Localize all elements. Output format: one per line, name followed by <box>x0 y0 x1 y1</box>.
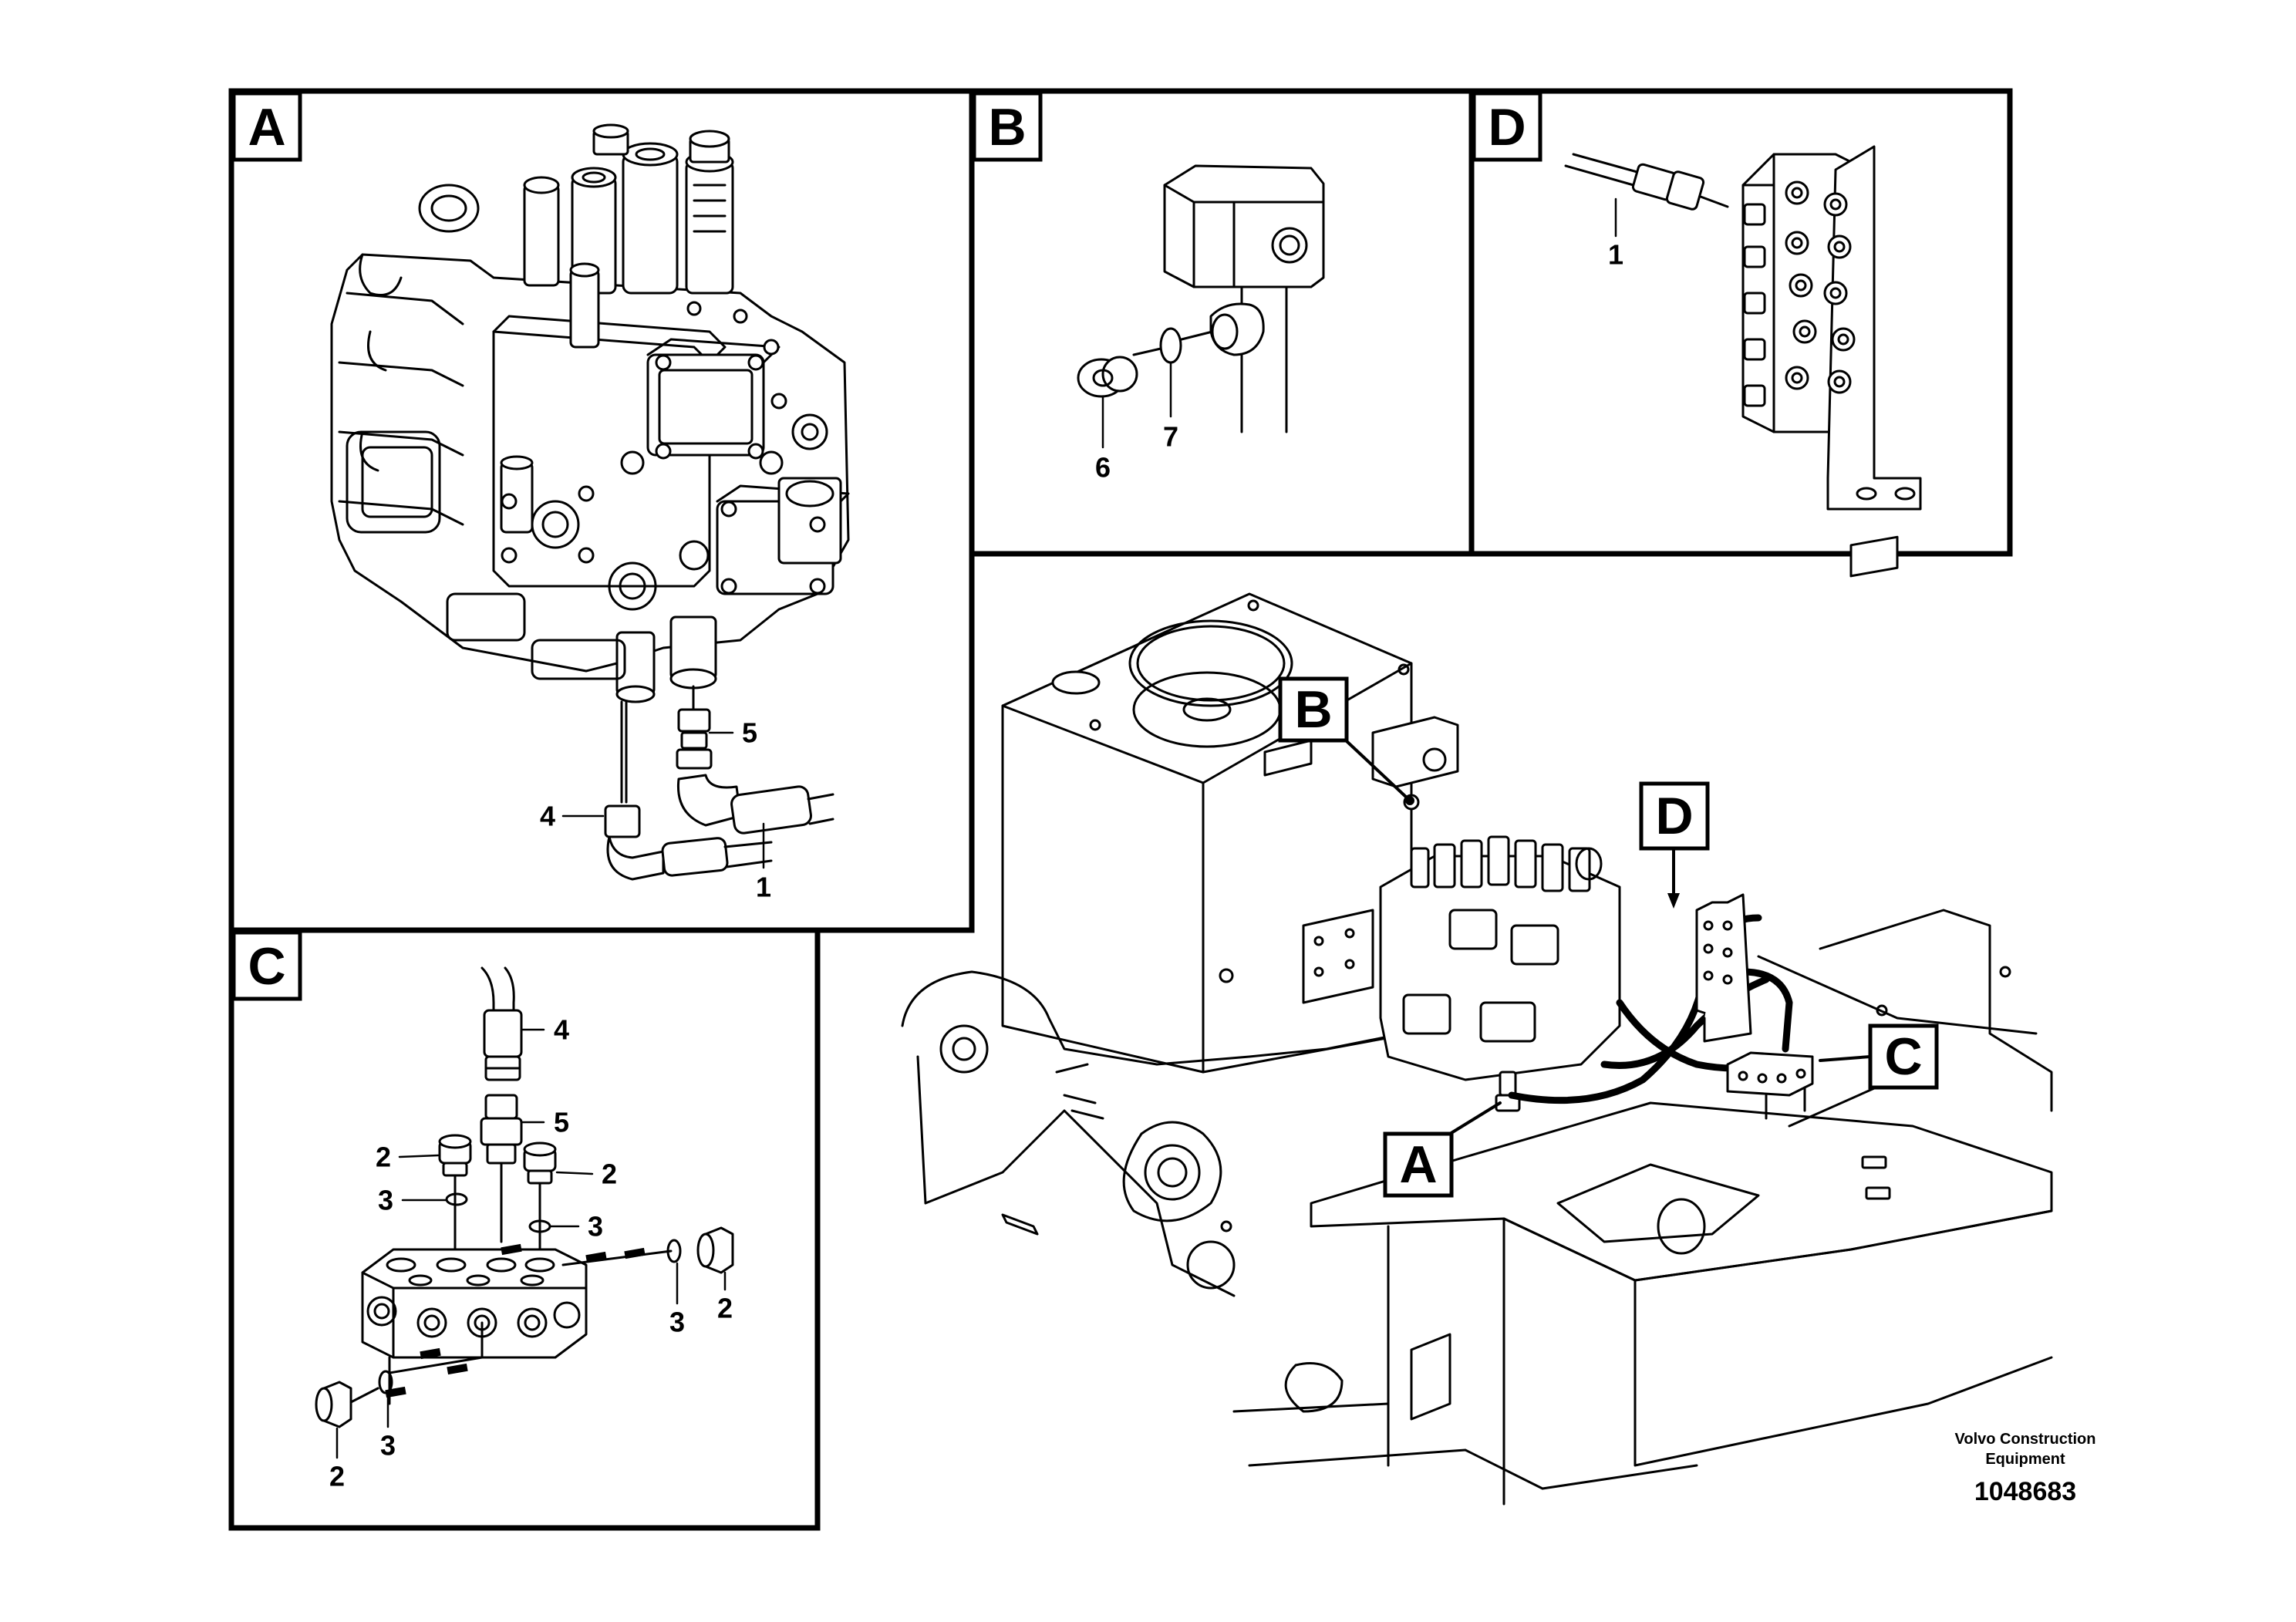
manufacturer-line-1: Volvo Construction <box>1955 1431 2096 1448</box>
item-number-2-bottom: 2 <box>329 1461 345 1492</box>
adapter-5 <box>484 1094 518 1120</box>
item-number-3-bottom: 3 <box>380 1430 396 1462</box>
item-number-6: 6 <box>1095 452 1111 484</box>
control-valve-illustration <box>330 123 850 703</box>
o-ring-3-bottom <box>378 1370 393 1394</box>
svg-text:A: A <box>1399 1135 1437 1194</box>
svg-text:C: C <box>1884 1027 1922 1086</box>
svg-text:B: B <box>1294 680 1332 739</box>
item-number-3-top-left: 3 <box>378 1185 393 1216</box>
panel-c-item-numbers: 4 5 2 3 2 3 3 2 3 2 <box>329 1014 733 1492</box>
o-ring-7 <box>1159 327 1182 364</box>
hose-fitting-4 <box>483 1009 523 1058</box>
svg-text:B: B <box>988 98 1026 157</box>
item-number-3-top-right: 3 <box>588 1211 603 1243</box>
item-number-2-right: 2 <box>717 1293 733 1324</box>
document-number: 1048683 <box>1974 1477 2076 1506</box>
callout-d: D <box>1639 781 1710 909</box>
item-number-5: 5 <box>742 717 757 749</box>
callout-b: B <box>1278 676 1414 805</box>
item-number-4: 4 <box>540 801 555 832</box>
manufacturer-line-2: Equipment <box>1985 1451 2065 1468</box>
callout-a: A <box>1383 1101 1502 1198</box>
item-number-5-c: 5 <box>554 1107 569 1138</box>
tank-port-illustration <box>1077 164 1325 449</box>
item-number-4-c: 4 <box>554 1014 569 1046</box>
panel-a-tag: A <box>231 91 302 162</box>
elbow-fitting-4 <box>604 804 641 838</box>
item-number-3-right: 3 <box>669 1307 685 1338</box>
panel-c-frame <box>228 927 821 1531</box>
callout-c: C <box>1819 1023 1939 1090</box>
hose-assembly-a <box>604 685 834 881</box>
item-number-2-top-left: 2 <box>376 1141 391 1173</box>
svg-text:D: D <box>1488 98 1526 157</box>
panel-c-tag: C <box>231 930 302 1001</box>
o-ring-3-top-left <box>445 1192 468 1206</box>
panel-b-tag: B <box>972 91 1043 162</box>
adapter-fitting-5 <box>677 708 711 733</box>
exploded-manifold-illustration <box>315 966 734 1428</box>
panel-d-tag: D <box>1472 91 1542 162</box>
item-number-7: 7 <box>1163 421 1178 453</box>
panel-a-item-numbers: 5 4 1 <box>540 717 771 903</box>
panel-d-frame <box>1468 88 2013 557</box>
item-number-1: 1 <box>756 872 771 903</box>
svg-text:A: A <box>248 98 285 157</box>
svg-text:C: C <box>248 937 285 996</box>
machine-overview-illustration <box>901 535 2053 1506</box>
svg-text:D: D <box>1655 787 1693 845</box>
item-number-1-d: 1 <box>1608 239 1623 271</box>
manifold-block-illustration <box>1564 145 1922 511</box>
footer: Volvo Construction Equipment 1048683 <box>1955 1431 2096 1506</box>
item-number-2-top-right: 2 <box>602 1158 617 1190</box>
o-ring-3-right <box>666 1239 682 1263</box>
